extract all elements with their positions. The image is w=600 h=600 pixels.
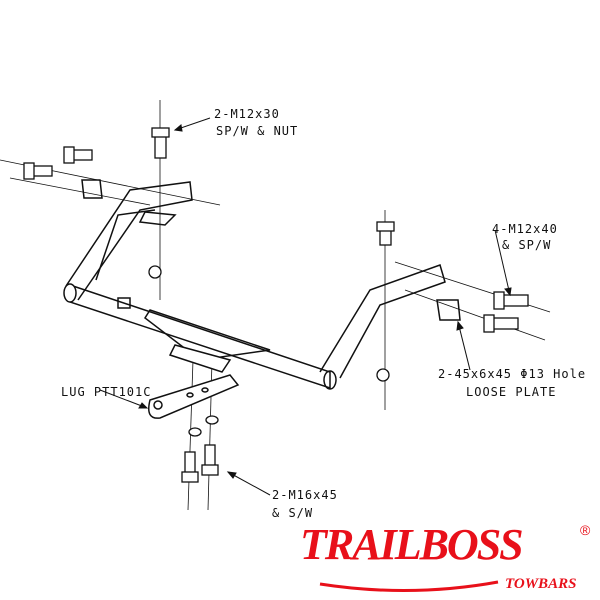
trailboss-logo: TRAILBOSS [300,520,524,569]
label-right-bolt-qty: 4-M12x40 [492,222,558,236]
lug-plate [148,374,240,419]
trailboss-logo-sub: TOWBARS [505,576,577,592]
bolts [23,127,529,483]
towbar-frame [63,179,461,390]
label-lug-bolt-qty: 2-M16x45 [272,488,338,502]
label-lug: LUG PTT101C [61,385,152,399]
trailboss-logo-ball [319,580,499,592]
label-right-bolt-extra: & SP/W [502,238,552,252]
leader-arrows [99,117,512,496]
label-lug-bolt-extra: & S/W [272,506,314,520]
registered-mark: ® [580,522,591,538]
label-plate-qty: 2-45x6x45 Φ13 Hole [438,367,587,381]
label-top-bolt-extra: SP/W & NUT [216,124,299,138]
label-top-bolt-qty: 2-M12x30 [214,107,280,121]
label-plate-name: LOOSE PLATE [466,385,557,399]
